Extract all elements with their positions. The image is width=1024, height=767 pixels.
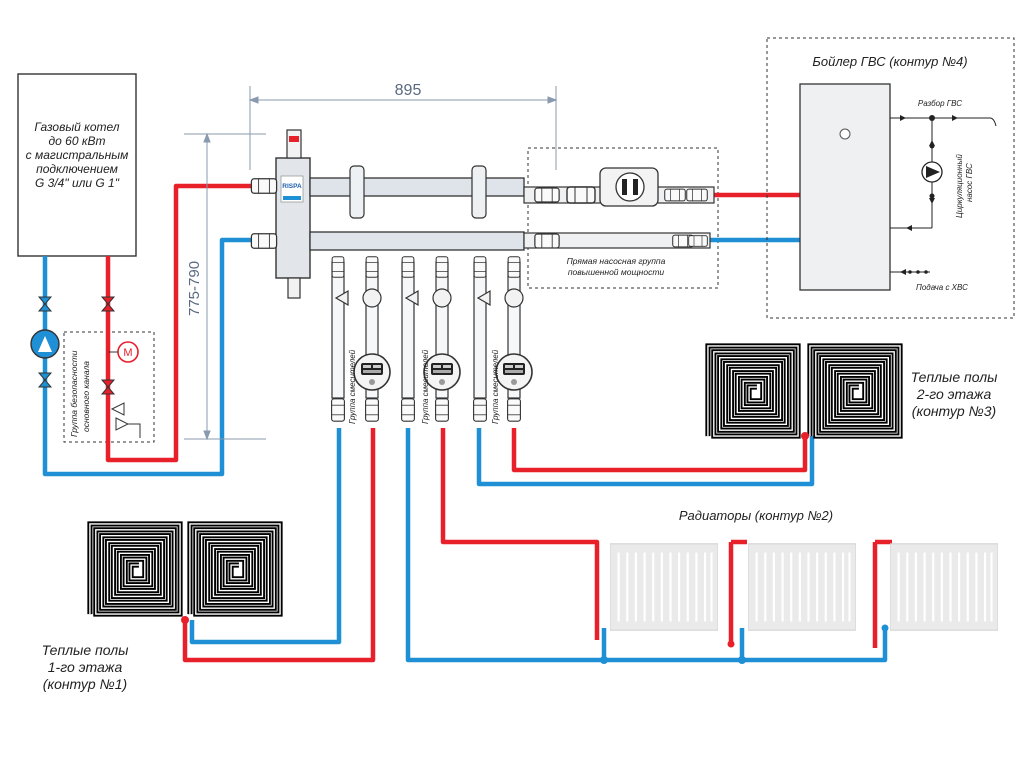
manifold-supply-bar [309,177,525,197]
mixer-group-label-1: Группа смесителей [348,349,357,424]
floor2-supply-pipe [511,428,808,473]
boiler-label-line-5: G 3/4" или G 1" [35,176,120,190]
svg-text:M: M [123,347,132,359]
boiler-label-line-4: подключением [36,162,118,176]
safety-group-label-1: Группа безопасности [69,350,79,437]
mixer-group-label-2: Группа смесителей [421,349,430,424]
safety-valve-icon [100,379,141,438]
manifold-brackets [349,165,487,219]
dimension-width [248,86,558,170]
dhw-inlet-label: Подача с ХВС [916,283,968,292]
dhw-tank-gauge [839,128,851,140]
hydraulic-separator [275,129,311,299]
mixer-columns [330,256,533,422]
radiator-return-pipe [405,428,888,663]
mixer-pump-1 [353,353,391,391]
dhw-pump-label-2: насос ГВС [965,163,974,202]
floor1-label-2: 1-го этажа [48,659,123,675]
floor1-label-1: Теплые полы [42,642,130,658]
boiler-label-line-1: Газовый котел [34,120,119,134]
floor1-coil-left [90,524,180,614]
dhw-outlet-label: Разбор ГВС [918,99,962,108]
floor2-return-pipe [476,428,815,487]
floor2-coil-left [708,346,798,436]
radiator-2 [748,542,856,632]
safety-group-label-2: основного канала [81,361,91,432]
pump-group-label-2: повышенной мощности [568,267,665,277]
floor2-label-3: (контур №3) [912,403,996,419]
floor2-label-2: 2-го этажа [916,386,992,402]
pump-group-return [523,232,711,249]
dimension-height [184,132,266,441]
dhw-pump-label-1: Циркуляционный [955,154,964,218]
return-pipe-boiler [42,237,252,477]
floor1-return-pipe [189,428,342,645]
floor2-junction [801,432,809,440]
boiler-label-line-3: с магистральным [26,148,129,162]
radiator-1 [610,542,718,632]
dhw-boiler-title: Бойлер ГВС (контур №4) [812,54,967,69]
radiators-label: Радиаторы (контур №2) [679,508,833,523]
dimension-height-label: 775-790 [186,261,203,316]
separator-fitting-supply [250,178,278,194]
pump-group-box [527,147,719,289]
return-valve-bottom [37,372,53,388]
mixer-group-label-3: Группа смесителей [491,349,500,424]
pump-group-supply [523,167,715,207]
gas-boiler-box [17,73,137,257]
radiator-3 [890,542,998,632]
dhw-line-arrows [900,115,958,275]
floor1-supply-pipe [182,428,376,663]
radiator-connections [600,624,889,664]
return-pump-icon [30,329,60,359]
floor1-label-3: (контур №1) [43,676,127,692]
floor1-junction [181,616,189,624]
floor2-coil-right [810,346,900,436]
floor2-label-1: Теплые полы [911,369,999,385]
separator-fitting-return [250,233,278,249]
pump-group-label-1: Прямая насосная группа [567,256,666,266]
radiator-supply-pipe [440,428,892,648]
dhw-circulation-pump-icon [921,161,943,183]
dhw-lines [890,117,997,273]
manifold-return-bar [309,231,525,251]
motor-icon: M [108,341,139,363]
dhw-tank [799,83,891,291]
dimension-width-label: 895 [395,82,422,99]
mixer-pump-3 [495,353,533,391]
dhw-boiler-frame [766,37,1015,319]
boiler-label-line-2: до 60 кВт [49,134,106,148]
floor1-coil-right [190,524,280,614]
brand-logo: RISPA [282,183,302,190]
return-valve-top [37,296,53,312]
supply-valve-top [100,296,116,312]
